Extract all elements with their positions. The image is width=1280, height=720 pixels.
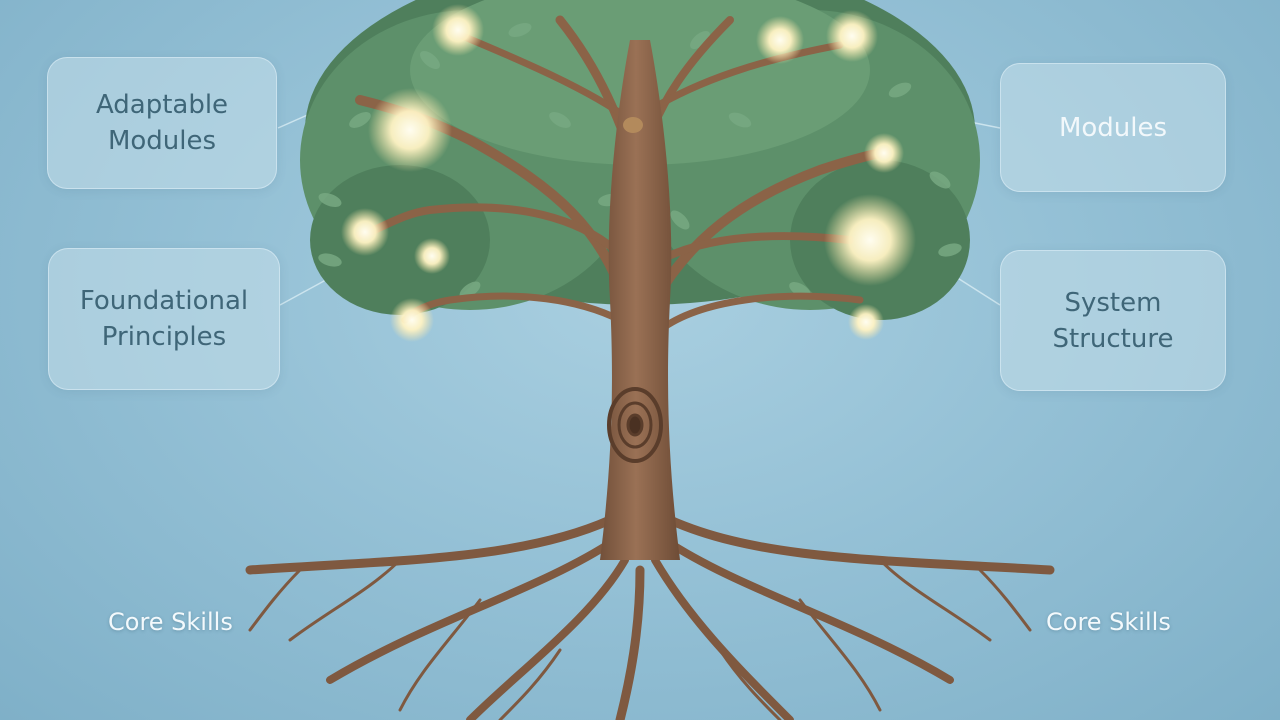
card-text-line: Modules bbox=[1058, 112, 1168, 143]
core-skills-label-left: Core Skills bbox=[108, 608, 233, 636]
card-text-line: Foundational bbox=[79, 286, 249, 316]
label-card-adaptable-modules: Adaptable Modules bbox=[47, 57, 277, 189]
core-skills-label-right: Core Skills bbox=[1046, 608, 1171, 636]
card-text-line: Modules bbox=[107, 126, 217, 156]
card-text-line: Structure bbox=[1052, 323, 1174, 354]
label-card-modules: Modules bbox=[1000, 63, 1226, 192]
glowing-nodes bbox=[341, 4, 916, 342]
trunk-small-knot bbox=[623, 117, 643, 133]
label-card-foundational-principles: Foundational Principles bbox=[48, 248, 280, 390]
card-text-line: Adaptable bbox=[95, 90, 229, 120]
tree-roots bbox=[245, 515, 1055, 720]
label-card-system-structure: System Structure bbox=[1000, 250, 1226, 391]
trunk-knot bbox=[607, 387, 663, 463]
card-text-line: Principles bbox=[101, 322, 227, 352]
card-text-line: System bbox=[1064, 287, 1162, 318]
